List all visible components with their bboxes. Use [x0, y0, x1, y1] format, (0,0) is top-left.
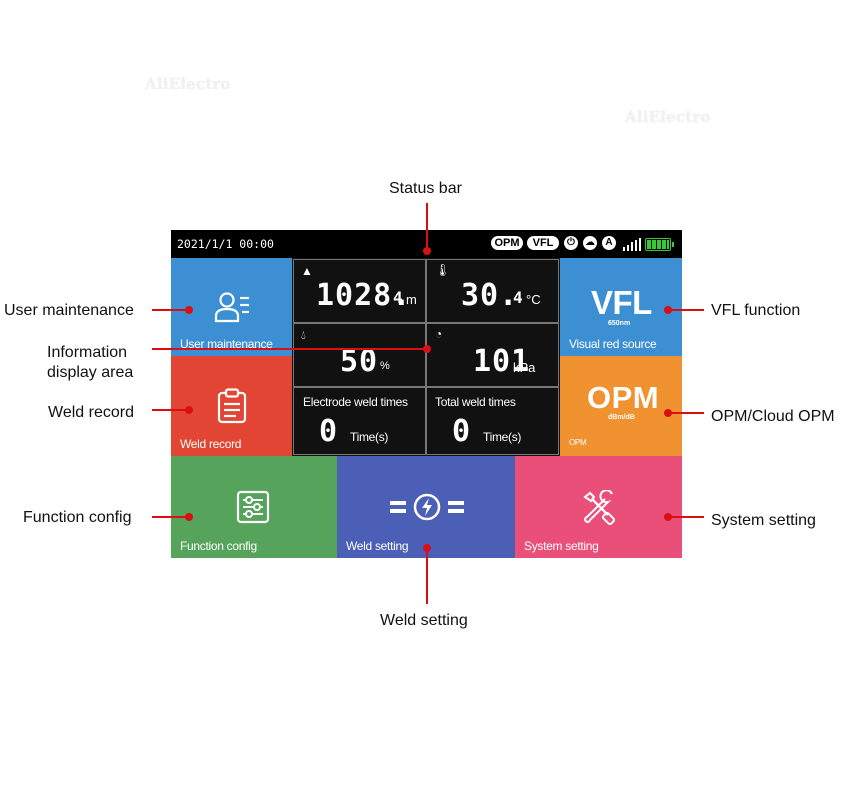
callout-line — [152, 348, 426, 350]
user-maintenance-label: User maintenance — [180, 337, 273, 351]
mode-badge: A — [602, 236, 616, 250]
callout-line — [152, 309, 189, 311]
weld-setting-label: Weld setting — [346, 539, 409, 553]
electrode-weld-label: Electrode weld times — [303, 395, 408, 409]
opm-badge: OPM — [491, 236, 523, 250]
callout-line — [426, 548, 428, 604]
vfl-badge: VFL — [527, 236, 559, 250]
callout-line — [152, 409, 189, 411]
callout-function-config: Function config — [23, 509, 132, 526]
callout-opm-cloud: OPM/Cloud OPM — [711, 408, 835, 425]
temperature-value: 30. — [461, 278, 519, 313]
total-weld-cell: Total weld times 0 Time(s) — [426, 387, 559, 455]
callout-line — [152, 516, 189, 518]
altitude-decimal: 4 — [393, 288, 404, 307]
callout-line — [668, 516, 704, 518]
device-screen: 2021/1/1 00:00 OPM VFL ⏻ ☁ A User mainte… — [171, 230, 682, 558]
signal-icon — [623, 238, 641, 251]
callout-information-display: Information display area — [47, 344, 134, 381]
callout-system-setting: System setting — [711, 512, 816, 529]
function-config-label: Function config — [180, 539, 257, 553]
callout-dot — [423, 345, 431, 353]
sliders-icon — [236, 490, 270, 524]
callout-line — [668, 412, 704, 414]
opm-tile[interactable]: OPM dBm/dB OPM — [560, 356, 682, 456]
cloud-icon: ☁ — [583, 236, 597, 250]
thermometer-icon: 🌡︎ — [435, 263, 451, 277]
electrode-weld-unit: Time(s) — [350, 430, 389, 444]
callout-dot — [185, 306, 193, 314]
power-icon: ⏻ — [564, 236, 578, 250]
user-profile-icon — [214, 292, 249, 323]
pressure-unit: kPa — [513, 360, 536, 375]
callout-dot — [185, 406, 193, 414]
system-setting-label: System setting — [524, 539, 599, 553]
electrode-weld-cell: Electrode weld times 0 Time(s) — [293, 387, 426, 455]
electrode-weld-value: 0 — [319, 414, 339, 449]
watermark: AliElectro — [145, 75, 231, 93]
information-display-area: ▲ 1028. 4 m 🌡︎ 30. 4 °C 💧︎ 50 % ◔ 101 kP… — [292, 258, 560, 456]
pressure-cell: ◔ 101 kPa — [426, 323, 559, 387]
water-drop-icon: 💧︎ — [301, 328, 306, 342]
altitude-unit: m — [406, 292, 417, 307]
system-setting-tile[interactable]: System setting — [515, 456, 682, 558]
callout-status-bar: Status bar — [389, 180, 462, 197]
fusion-arc-icon — [390, 493, 464, 521]
clipboard-icon — [217, 388, 247, 424]
altitude-value: 1028. — [316, 278, 412, 313]
battery-icon — [645, 238, 674, 251]
total-weld-value: 0 — [452, 414, 472, 449]
total-weld-label: Total weld times — [435, 395, 516, 409]
opm-unit: dBm/dB — [608, 414, 635, 421]
temperature-cell: 🌡︎ 30. 4 °C — [426, 259, 559, 323]
callout-weld-setting: Weld setting — [380, 612, 468, 629]
vfl-label: Visual red source — [569, 337, 657, 351]
callout-weld-record: Weld record — [48, 404, 134, 421]
callout-line — [426, 203, 428, 249]
humidity-unit: % — [380, 360, 390, 372]
function-config-tile[interactable]: Function config — [171, 456, 337, 558]
humidity-cell: 💧︎ 50 % — [293, 323, 426, 387]
callout-vfl-function: VFL function — [711, 302, 801, 319]
altitude-cell: ▲ 1028. 4 m — [293, 259, 426, 323]
vfl-wavelength: 650nm — [608, 320, 631, 327]
tools-icon — [583, 490, 616, 526]
opm-label: OPM — [569, 438, 587, 447]
vfl-tile[interactable]: VFL 650nm Visual red source — [560, 258, 682, 356]
total-weld-unit: Time(s) — [483, 430, 522, 444]
callout-dot — [185, 513, 193, 521]
pressure-value: 101 — [473, 344, 531, 379]
mountain-icon: ▲ — [301, 264, 313, 278]
callout-user-maintenance: User maintenance — [4, 302, 134, 319]
datetime: 2021/1/1 00:00 — [177, 237, 274, 251]
watermark: AliElectro — [625, 108, 711, 126]
gauge-icon: ◔ — [435, 327, 443, 341]
vfl-title: VFL — [591, 284, 652, 321]
temperature-decimal: 4 — [513, 288, 524, 307]
opm-title: OPM — [587, 380, 660, 415]
temperature-unit: °C — [526, 292, 541, 307]
weld-setting-tile[interactable]: Weld setting — [337, 456, 515, 558]
weld-record-label: Weld record — [180, 437, 242, 451]
callout-line — [668, 309, 704, 311]
callout-dot — [423, 247, 431, 255]
